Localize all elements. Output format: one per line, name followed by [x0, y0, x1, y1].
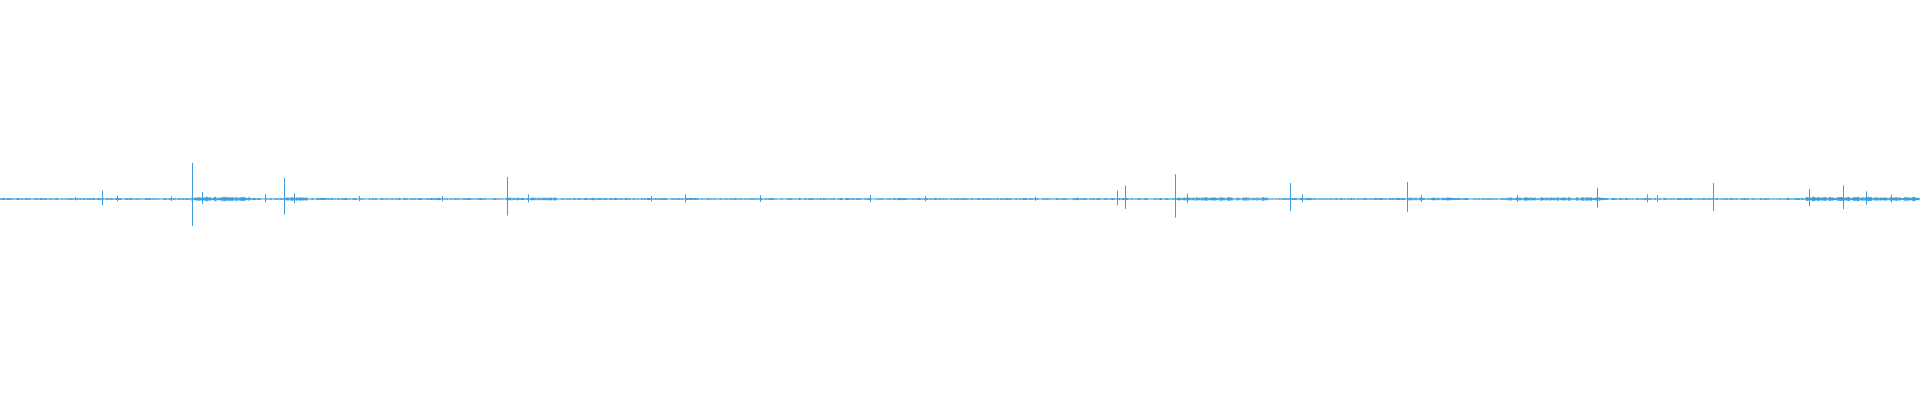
waveform-peaks	[75, 162, 1892, 227]
waveform-noise	[0, 196, 1920, 202]
